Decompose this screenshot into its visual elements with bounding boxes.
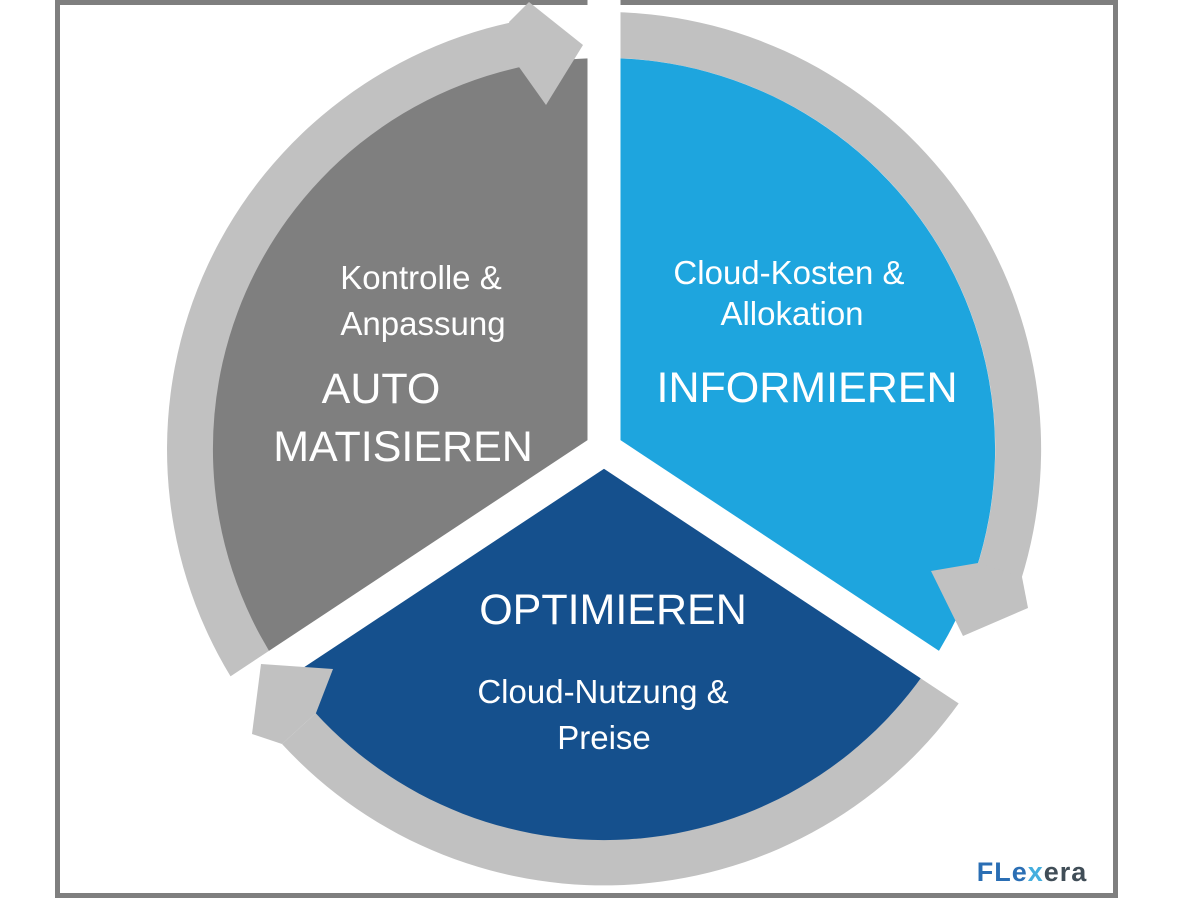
ring-arc-automatisieren xyxy=(167,22,523,700)
optimieren-label: OPTIMIEREN xyxy=(479,586,747,634)
arrowhead-right-icon xyxy=(931,563,1028,636)
flexera-logo: FLexera xyxy=(977,857,1088,887)
informieren-sub-line1: Cloud-Kosten & xyxy=(673,254,904,291)
ring-arc-informieren xyxy=(611,12,1042,580)
optimieren-sub-line1: Cloud-Nutzung & xyxy=(477,673,728,710)
flexera-logo-part1: FLe xyxy=(977,857,1028,887)
automatisieren-label-line1: AUTO xyxy=(322,365,441,413)
arrowhead-top-icon xyxy=(509,2,583,105)
optimieren-sub-line2: Preise xyxy=(557,719,651,756)
flexera-logo-part3: era xyxy=(1044,857,1088,887)
frame-border xyxy=(55,0,1118,898)
informieren-sub-line2: Allokation xyxy=(720,295,863,332)
automatisieren-label-line2: MATISIEREN xyxy=(273,423,533,471)
automatisieren-sub-line1: Kontrolle & xyxy=(340,259,501,296)
informieren-label: INFORMIEREN xyxy=(657,364,958,412)
segment-texts: Kontrolle & Anpassung AUTO MATISIEREN Cl… xyxy=(273,254,957,756)
ring-arc-optimieren xyxy=(282,668,966,886)
arrowhead-left-icon xyxy=(252,664,333,744)
segment-optimieren xyxy=(278,449,930,841)
divider-right xyxy=(594,435,1010,725)
automatisieren-sub-line2: Anpassung xyxy=(340,305,505,342)
flexera-logo-x-icon: x xyxy=(1028,857,1044,887)
